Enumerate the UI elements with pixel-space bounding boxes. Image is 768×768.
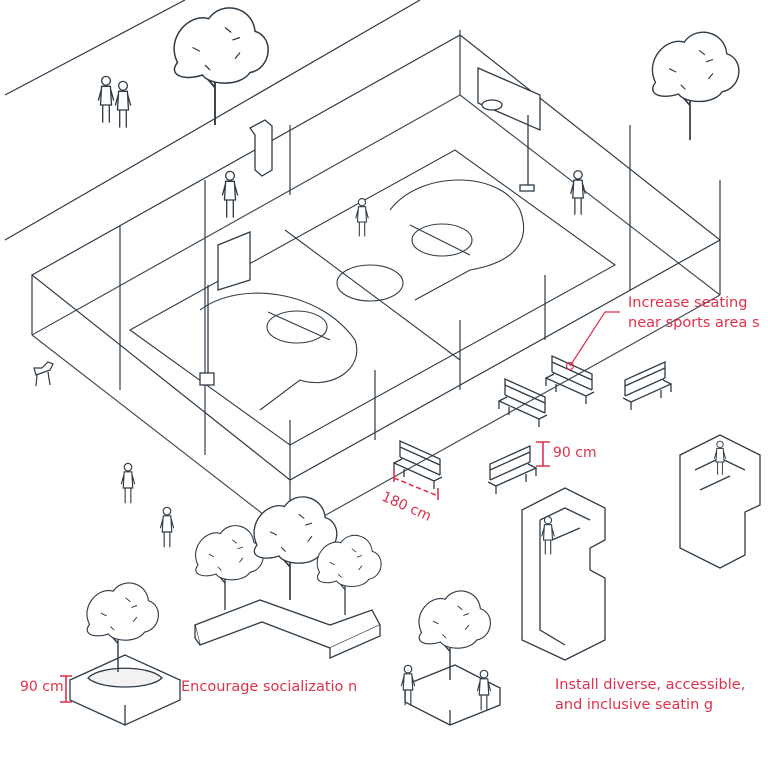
planter-icon xyxy=(68,654,182,726)
tree-top-right xyxy=(651,31,740,141)
dog-icon xyxy=(33,361,54,387)
dimension-marks xyxy=(60,441,550,703)
planter-height-label: 90 cm xyxy=(20,679,64,695)
tree-top-left xyxy=(173,6,270,126)
diverse-line2: and inclusive seatin g xyxy=(555,696,714,713)
diverse-seating-note: Install diverse, accessible, and inclusi… xyxy=(555,676,745,715)
basketball-hoop-icon xyxy=(199,67,541,386)
diverse-line1: Install diverse, accessible, xyxy=(555,677,746,693)
stepped-seating xyxy=(521,434,761,661)
court-fence xyxy=(30,30,722,536)
street-lines xyxy=(4,0,421,241)
seating-leader xyxy=(565,311,620,371)
planter-bench xyxy=(194,599,381,659)
benches xyxy=(393,355,672,495)
tree-icon xyxy=(194,524,264,611)
drinking-fountain-icon xyxy=(249,119,273,177)
tree-icon xyxy=(316,534,382,616)
seating-note-line1: Increase seating xyxy=(628,295,748,311)
bench-height-label: 90 cm xyxy=(553,445,597,461)
socialization-label: Encourage socializatio n xyxy=(181,679,358,695)
seating-note: Increase seating near sports area s xyxy=(628,294,760,333)
basketball-court xyxy=(128,149,617,446)
seating-note-line2: near sports area s xyxy=(628,314,760,331)
